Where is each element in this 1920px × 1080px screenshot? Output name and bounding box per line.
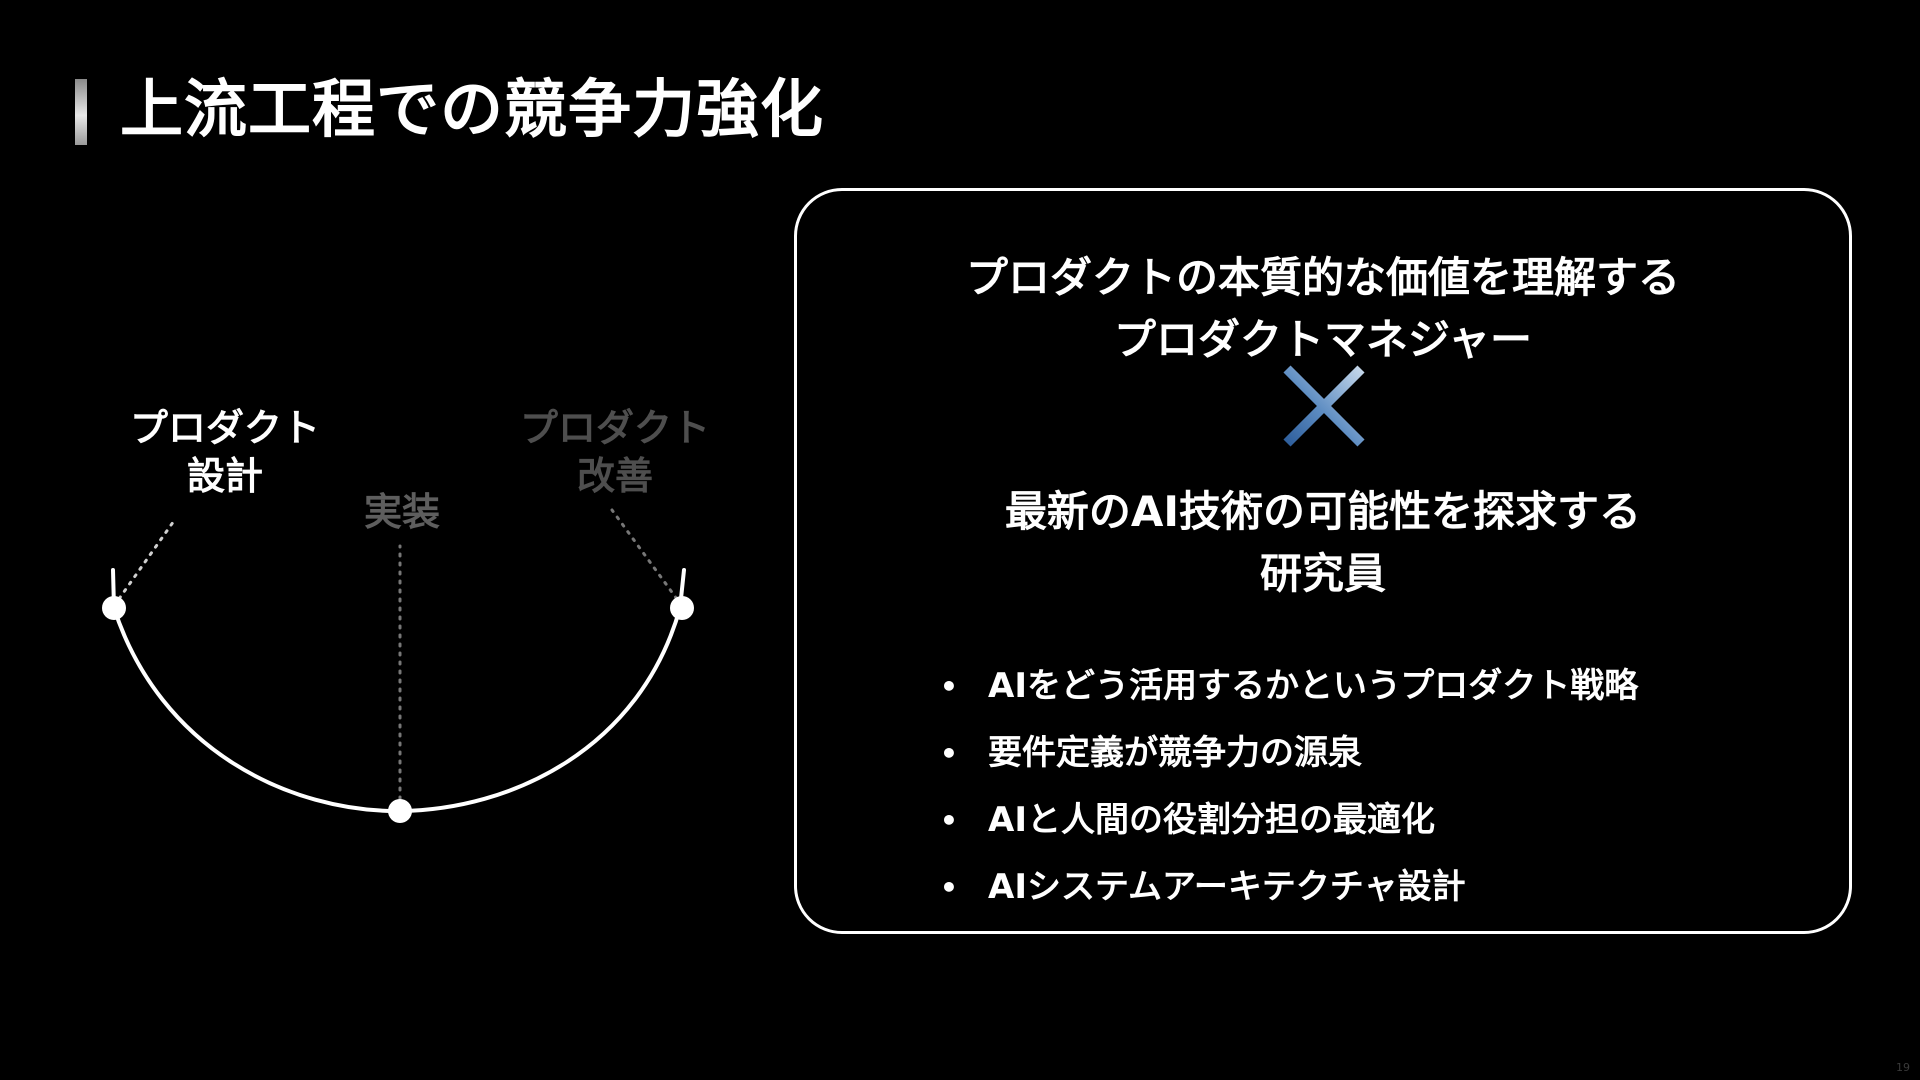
list-item-text: AIをどう活用するかというプロダクト戦略	[988, 666, 1639, 706]
card-heading-product-manager: プロダクトの本質的な価値を理解する プロダクトマネジャー	[965, 253, 1680, 364]
list-item: • 要件定義が競争力の源泉	[940, 720, 1638, 787]
connector-design	[112, 516, 178, 608]
list-item-text: AIと人間の役割分担の最適化	[988, 800, 1435, 840]
stage-label-implementation: 実装	[363, 490, 440, 534]
bullet-icon: •	[940, 737, 958, 770]
role-card: プロダクトの本質的な価値を理解する プロダクトマネジャー 最新のAI技術の可能性…	[794, 188, 1852, 934]
stage-node-improvement	[670, 596, 694, 620]
list-item: • AIと人間の役割分担の最適化	[940, 787, 1638, 854]
title-accent-bar	[75, 79, 87, 145]
bullet-icon: •	[940, 804, 958, 837]
slide-title: 上流工程での競争力強化	[120, 73, 824, 146]
bullet-icon: •	[940, 670, 958, 703]
list-item-text: 要件定義が競争力の源泉	[988, 733, 1362, 773]
connector-improvement	[610, 508, 684, 608]
bullet-icon: •	[940, 871, 958, 904]
stage-node-design	[102, 596, 126, 620]
page-number: 19	[1896, 1061, 1910, 1074]
stage-node-implementation	[388, 799, 412, 823]
process-curve	[111, 568, 686, 814]
stage-label-design: プロダクト 設計	[129, 406, 320, 498]
list-item: • AIをどう活用するかというプロダクト戦略	[940, 653, 1638, 720]
cross-icon	[1283, 365, 1365, 447]
focus-points-list: • AIをどう活用するかというプロダクト戦略 • 要件定義が競争力の源泉 • A…	[940, 653, 1638, 921]
stage-label-improvement: プロダクト 改善	[519, 406, 710, 498]
list-item-text: AIシステムアーキテクチャ設計	[988, 867, 1466, 907]
list-item: • AIシステムアーキテクチャ設計	[940, 854, 1638, 921]
card-heading-researcher: 最新のAI技術の可能性を探求する 研究員	[1004, 487, 1642, 598]
